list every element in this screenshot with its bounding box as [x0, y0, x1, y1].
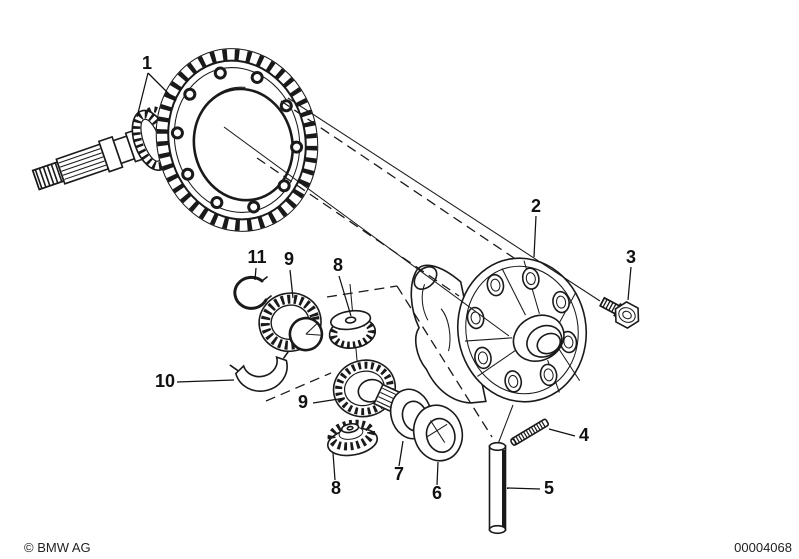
callout-8-upper-label: 8: [333, 255, 343, 275]
image-number: 00004068: [734, 540, 792, 555]
callout-10-label: 10: [155, 371, 175, 391]
callout-9-upper-label: 9: [284, 249, 294, 269]
crown-wheel: [155, 48, 319, 232]
differential-case: [410, 257, 588, 404]
circlip: [233, 275, 272, 310]
callout-11: 11: [247, 247, 267, 281]
bevel-pinion-lower: [326, 419, 379, 457]
callout-11-label: 11: [247, 247, 266, 267]
shim-ring: [412, 404, 464, 462]
callout-3: 3: [626, 247, 636, 301]
alignment-lines: [223, 97, 601, 445]
copyright-text: © BMW AG: [24, 540, 91, 555]
callout-8-lower-label: 8: [331, 478, 341, 498]
pinion-shaft: [488, 441, 507, 535]
callout-4: 4: [548, 425, 589, 445]
callout-2: 2: [531, 196, 541, 258]
callout-3-label: 3: [626, 247, 636, 267]
ring-gear-bolt-holes: [170, 66, 304, 214]
roll-pin: [510, 418, 550, 446]
callout-2-label: 2: [531, 196, 541, 216]
callout-7: 7: [394, 440, 404, 484]
callout-5-label: 5: [544, 478, 554, 498]
callout-6: 6: [432, 461, 442, 503]
callout-9-lower: 9: [298, 392, 346, 412]
callout-10: 10: [155, 371, 235, 391]
callout-6-label: 6: [432, 483, 442, 503]
callout-1-label: 1: [142, 53, 152, 73]
callout-1: 1: [136, 53, 177, 118]
bevel-pinion-upper: [328, 309, 377, 349]
callout-8-lower: 8: [331, 452, 341, 498]
crescent-washer: [229, 351, 289, 392]
callout-7-label: 7: [394, 464, 404, 484]
callout-9-upper: 9: [284, 249, 294, 299]
ring-gear-bolt: [599, 296, 640, 329]
callout-5: 5: [506, 478, 554, 498]
callout-9-lower-label: 9: [298, 392, 308, 412]
callout-4-label: 4: [579, 425, 589, 445]
case-bolt-holes: [466, 267, 578, 393]
callout-8-upper: 8: [333, 255, 352, 317]
case-hub-bore: [512, 314, 565, 362]
side-gear-upper: [258, 292, 324, 353]
